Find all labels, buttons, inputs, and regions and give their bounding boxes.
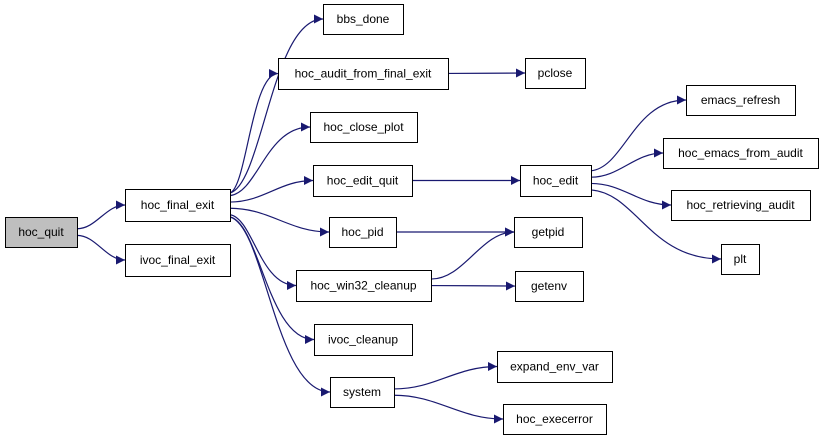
node-label: hoc_emacs_from_audit: [678, 146, 803, 160]
node-label: hoc_close_plot: [323, 120, 404, 134]
edge-hoc_final_exit-to-system: [229, 216, 331, 397]
edge-line: [590, 95, 687, 172]
node-label: ivoc_cleanup: [328, 333, 398, 347]
edge-hoc_quit-to-hoc_final_exit: [76, 200, 126, 230]
node-label: plt: [734, 252, 747, 266]
node-system[interactable]: system: [330, 377, 395, 408]
node-box: [278, 58, 449, 90]
edge-line: [430, 227, 515, 280]
node-pclose[interactable]: pclose: [525, 58, 586, 89]
node-getenv[interactable]: getenv: [515, 271, 584, 302]
node-box: [125, 189, 231, 222]
node-hoc-win32-cleanup[interactable]: hoc_win32_cleanup: [296, 270, 432, 302]
node-box: [310, 112, 418, 143]
node-hoc-quit[interactable]: hoc_quit: [5, 217, 78, 248]
node-box: [313, 165, 413, 197]
edge-hoc_final_exit-to-hoc_audit_from_final_exit: [229, 69, 279, 194]
node-box: [296, 270, 432, 302]
node-label: ivoc_final_exit: [140, 253, 216, 267]
node-hoc-final-exit[interactable]: hoc_final_exit: [125, 189, 231, 222]
node-label: bbs_done: [337, 12, 390, 26]
node-box: [686, 85, 796, 116]
node-box: [514, 217, 583, 248]
node-hoc-pid[interactable]: hoc_pid: [329, 217, 397, 248]
edge-line: [229, 14, 324, 194]
edge-line: [229, 214, 297, 290]
edge-line: [229, 69, 279, 194]
node-box: [663, 138, 819, 169]
node-box: [330, 377, 395, 408]
edge-line: [229, 176, 314, 203]
edge-hoc_final_exit-to-hoc_pid: [229, 207, 330, 237]
node-label: expand_env_var: [510, 360, 599, 374]
node-hoc-edit[interactable]: hoc_edit: [520, 165, 592, 197]
edge-hoc_final_exit-to-hoc_close_plot: [229, 122, 311, 197]
node-ivoc-cleanup[interactable]: ivoc_cleanup: [314, 324, 413, 356]
edge-hoc_final_exit-to-hoc_edit_quit: [229, 176, 314, 203]
edge-system-to-expand_env_var: [393, 362, 498, 390]
edge-line: [590, 148, 664, 178]
edge-layer: [76, 14, 722, 424]
edge-hoc_win32_cleanup-to-getpid: [430, 227, 515, 280]
edge-line: [393, 394, 504, 424]
node-box: [5, 217, 78, 248]
node-box: [125, 244, 231, 277]
edge-line: [590, 189, 722, 264]
node-label: hoc_execerror: [516, 412, 593, 426]
node-label: hoc_audit_from_final_exit: [295, 67, 432, 81]
node-ivoc-final-exit[interactable]: ivoc_final_exit: [125, 244, 231, 277]
edge-hoc_edit-to-hoc_emacs_from_audit: [590, 148, 664, 178]
edge-hoc_edit-to-plt: [590, 189, 722, 264]
node-label: hoc_quit: [18, 225, 64, 239]
node-plt[interactable]: plt: [721, 244, 760, 275]
node-emacs-refresh[interactable]: emacs_refresh: [686, 85, 796, 116]
node-box: [323, 4, 404, 35]
node-box: [497, 351, 613, 383]
node-hoc-edit-quit[interactable]: hoc_edit_quit: [313, 165, 413, 197]
node-bbs-done[interactable]: bbs_done: [323, 4, 404, 35]
node-hoc-execerror[interactable]: hoc_execerror: [503, 404, 607, 435]
node-hoc-emacs-from-audit[interactable]: hoc_emacs_from_audit: [663, 138, 819, 169]
node-label: hoc_edit: [533, 174, 579, 188]
edge-line: [76, 200, 126, 230]
node-label: hoc_edit_quit: [327, 174, 399, 188]
node-box: [525, 58, 586, 89]
node-box: [515, 271, 584, 302]
node-layer: hoc_quit hoc_final_exit ivoc_final_exit bbs…: [5, 4, 819, 435]
node-label: hoc_win32_cleanup: [310, 279, 416, 293]
node-box: [520, 165, 592, 197]
edge-line: [229, 207, 330, 237]
edge-system-to-hoc_execerror: [393, 394, 504, 424]
node-label: getpid: [532, 225, 565, 239]
edge-line: [229, 216, 331, 397]
edge-hoc_edit-to-hoc_retrieving_audit: [590, 182, 672, 210]
node-box: [314, 324, 413, 356]
edge-line: [393, 362, 498, 390]
node-box: [671, 190, 811, 221]
node-hoc-retrieving-audit[interactable]: hoc_retrieving_audit: [671, 190, 811, 221]
node-label: hoc_pid: [341, 225, 383, 239]
node-label: getenv: [531, 279, 567, 293]
node-label: hoc_retrieving_audit: [686, 198, 795, 212]
edge-hoc_quit-to-ivoc_final_exit: [76, 234, 126, 265]
node-label: system: [343, 385, 381, 399]
node-label: pclose: [538, 66, 573, 80]
node-label: hoc_final_exit: [141, 198, 215, 212]
node-label: emacs_refresh: [701, 93, 780, 107]
node-hoc-audit-from-final-exit[interactable]: hoc_audit_from_final_exit: [278, 58, 449, 90]
edge-line: [229, 122, 311, 197]
node-box: [721, 244, 760, 275]
edge-line: [76, 234, 126, 265]
edge-hoc_final_exit-to-hoc_win32_cleanup: [229, 214, 297, 290]
node-box: [503, 404, 607, 435]
edge-hoc_edit-to-emacs_refresh: [590, 95, 687, 172]
node-getpid[interactable]: getpid: [514, 217, 583, 248]
node-hoc-close-plot[interactable]: hoc_close_plot: [310, 112, 418, 143]
edge-hoc_final_exit-to-bbs_done: [229, 14, 324, 194]
node-box: [329, 217, 397, 248]
node-expand-env-var[interactable]: expand_env_var: [497, 351, 613, 383]
edge-line: [590, 182, 672, 210]
